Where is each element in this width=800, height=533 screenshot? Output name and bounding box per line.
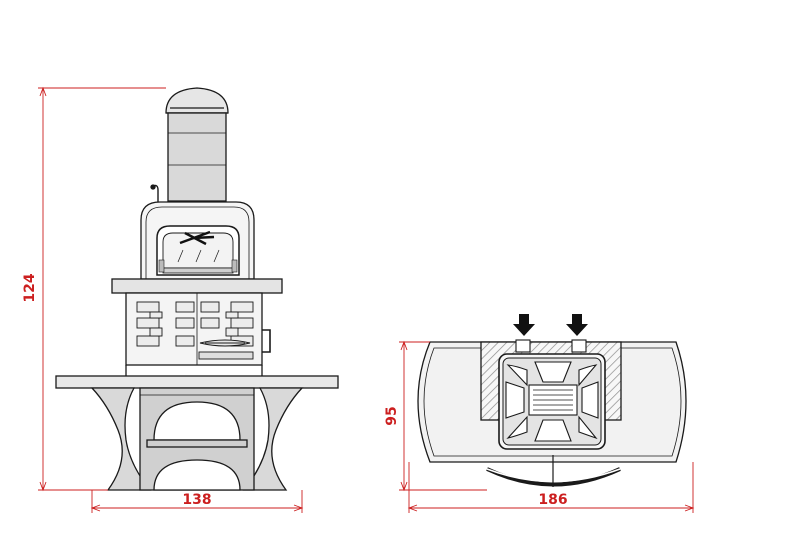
height-dimension-label: 124 xyxy=(22,273,38,302)
oven-slab xyxy=(111,278,283,294)
chimney-cap xyxy=(165,87,229,114)
front-width-dimension-label: 138 xyxy=(182,492,211,508)
top-depth-dimension-label: 95 xyxy=(384,406,400,425)
front-view xyxy=(55,87,339,491)
base-slab xyxy=(55,375,339,389)
grill-grate xyxy=(198,339,254,360)
top-width-dimension-label: 186 xyxy=(538,492,567,508)
brick-pattern xyxy=(136,301,254,347)
top-view xyxy=(417,314,687,487)
firewood-icon xyxy=(179,230,215,246)
side-handle xyxy=(262,329,271,353)
dimension-lines xyxy=(38,86,695,513)
top-grate xyxy=(505,361,599,442)
arrow-down-icon xyxy=(513,314,588,336)
base-left-leg xyxy=(90,387,152,491)
base-right-leg xyxy=(242,387,304,491)
chimney xyxy=(167,112,227,202)
